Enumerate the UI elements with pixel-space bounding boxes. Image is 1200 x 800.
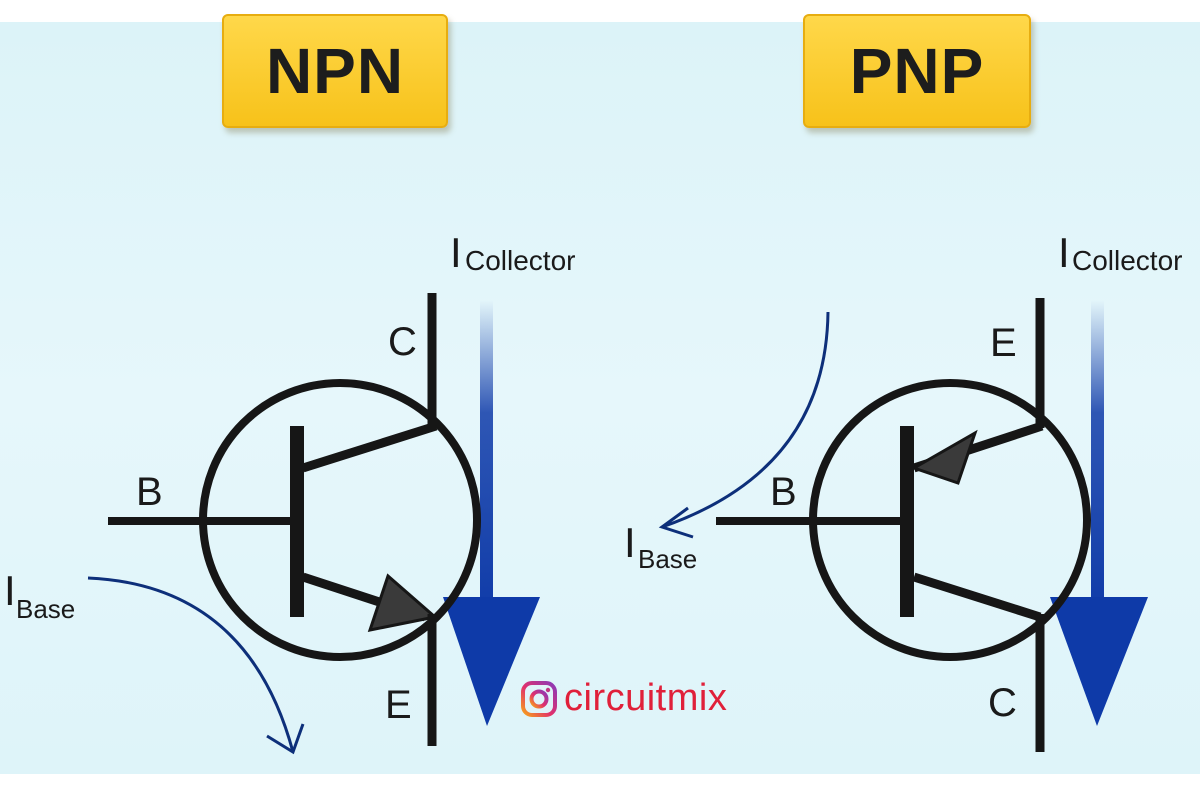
npn-emitter-arrowhead	[367, 573, 439, 632]
pnp-base-current-curve	[661, 311, 830, 529]
pnp-collector-diagonal	[912, 572, 1042, 622]
pnp-symbol: E B C I Collector I Base	[624, 229, 1182, 752]
npn-collector-diagonal	[301, 421, 438, 473]
watermark-text: circuitmix	[564, 677, 728, 719]
npn-base-current-curve	[87, 576, 295, 753]
pnp-base-label: B	[770, 470, 797, 514]
pnp-emitter-label: E	[990, 321, 1017, 365]
npn-base-label: B	[136, 470, 163, 514]
watermark: circuitmix	[520, 677, 727, 720]
npn-collector-current-symbol: I	[450, 229, 462, 276]
pnp-collector-current-symbol: I	[1058, 229, 1070, 276]
pnp-base-current-symbol: I	[624, 519, 636, 566]
npn-emitter-label: E	[385, 683, 412, 727]
npn-title: NPN	[222, 14, 448, 128]
npn-base-current-subscript: Base	[16, 594, 75, 624]
pnp-collector-current-arrowhead	[1050, 597, 1148, 726]
npn-symbol: C B E I Collector I Base	[4, 229, 575, 755]
npn-collector-label: C	[388, 320, 417, 364]
npn-collector-current-shaft	[480, 300, 493, 622]
pnp-base-current-subscript: Base	[638, 544, 697, 574]
npn-collector-current-subscript: Collector	[465, 245, 575, 276]
npn-base-current-symbol: I	[4, 567, 16, 614]
pnp-collector-current-subscript: Collector	[1072, 245, 1182, 276]
npn-collector-current-arrowhead	[443, 597, 540, 726]
pnp-collector-label: C	[988, 681, 1017, 725]
pnp-base-current-arrowhead	[658, 506, 694, 539]
npn-base-current-arrowhead	[266, 723, 305, 755]
pnp-collector-current-shaft	[1091, 300, 1104, 622]
pnp-title: PNP	[803, 14, 1031, 128]
pnp-emitter-arrowhead	[910, 429, 978, 485]
instagram-icon	[521, 680, 557, 717]
